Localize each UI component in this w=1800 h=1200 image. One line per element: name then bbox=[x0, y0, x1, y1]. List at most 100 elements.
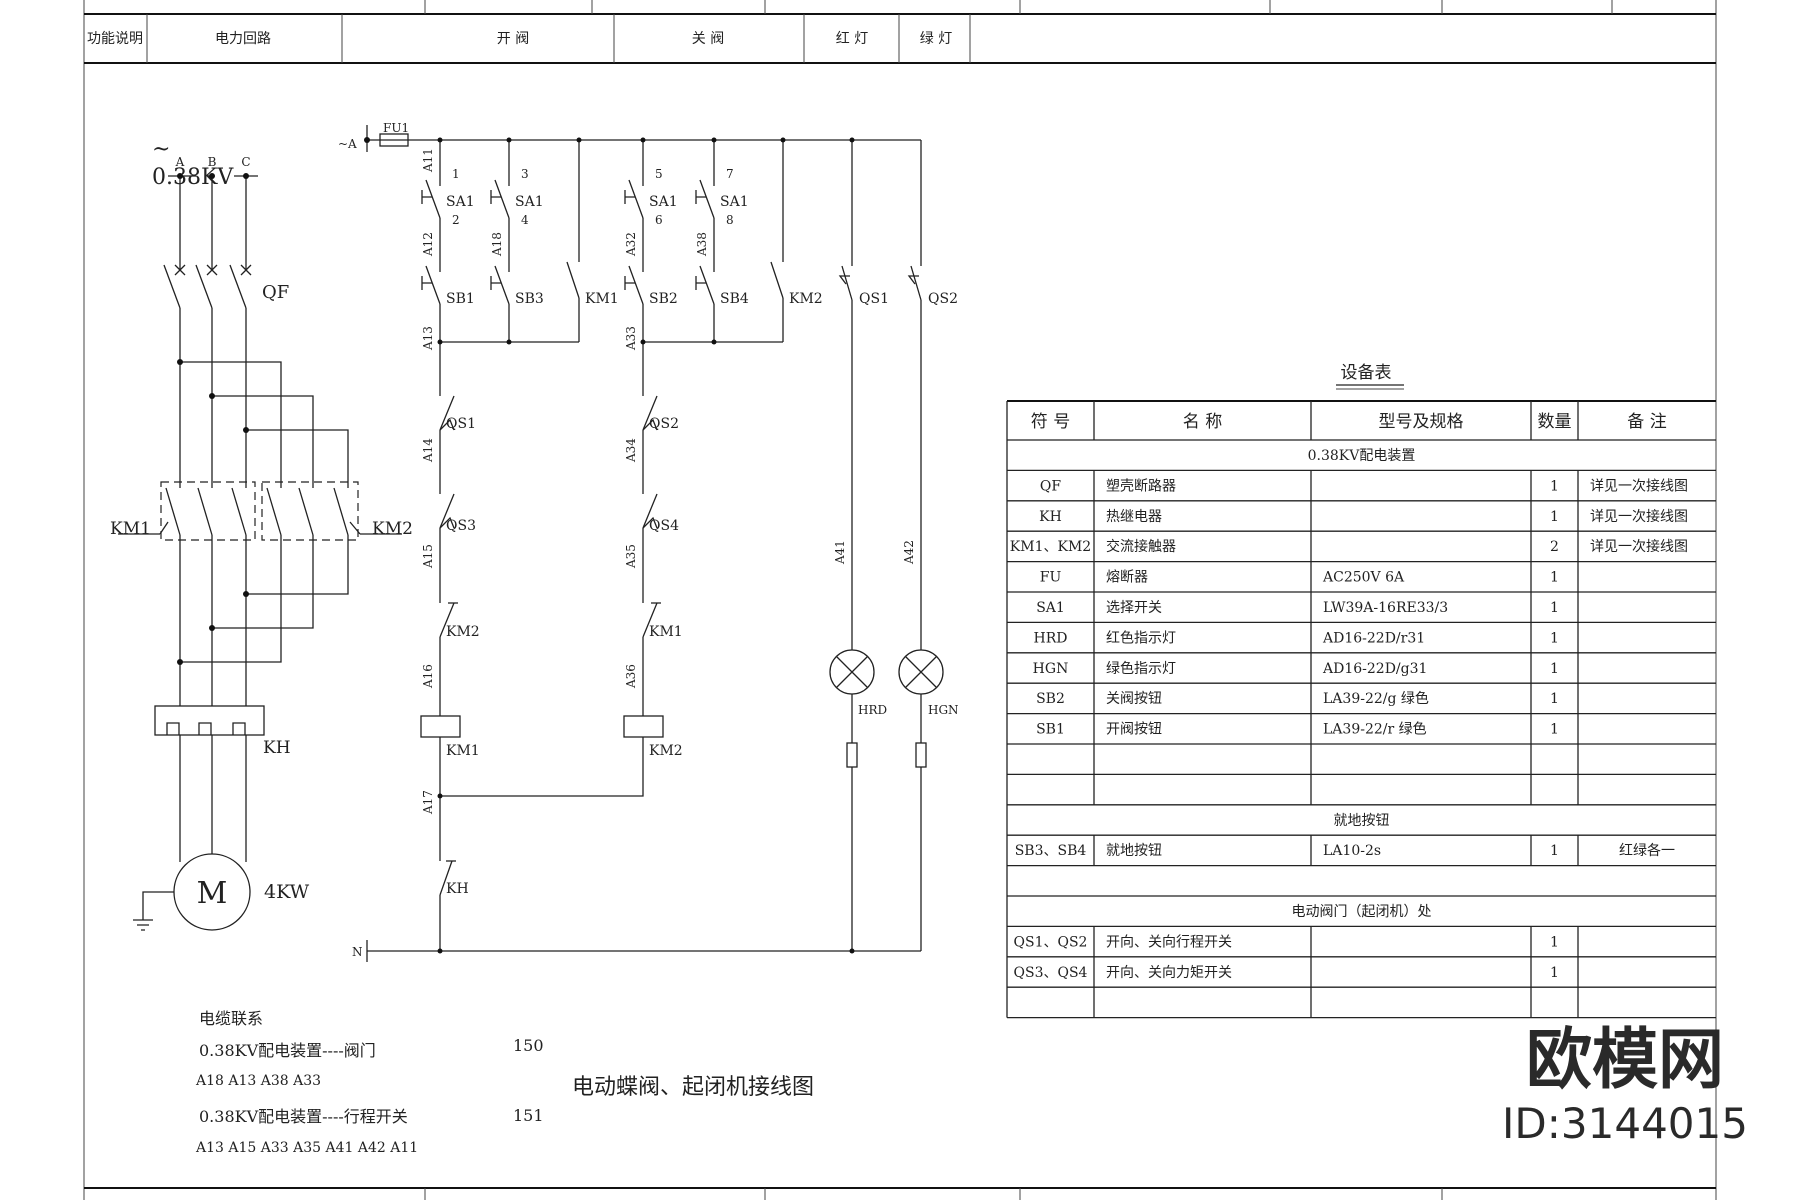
qs1-label: QS1 bbox=[446, 416, 476, 432]
table-cell: QF bbox=[1040, 478, 1061, 494]
km1-coil-label: KM1 bbox=[446, 743, 480, 759]
phase-a: A bbox=[175, 155, 185, 169]
table-cell: 1 bbox=[1550, 965, 1559, 981]
phase-b: B bbox=[208, 155, 217, 169]
table-cell: SB2 bbox=[1036, 691, 1065, 707]
table-cell: 1 bbox=[1550, 843, 1559, 859]
strip-red-lamp: 红 灯 bbox=[836, 31, 868, 47]
table-section-row: 电动阀门（起闭机）处 bbox=[1007, 904, 1716, 928]
thermal-relay-label: KH bbox=[263, 738, 291, 758]
table-row bbox=[1007, 987, 1716, 1019]
terminal-8: 8 bbox=[726, 213, 734, 227]
table-header-cell: 数量 bbox=[1538, 412, 1572, 432]
wire-a38: A38 bbox=[695, 232, 709, 257]
table-cell: 1 bbox=[1550, 691, 1559, 707]
wire-a11: A11 bbox=[421, 148, 435, 173]
sb3-label: SB3 bbox=[515, 291, 544, 307]
title-strip: 功能说明 电力回路 开 阀 关 阀 红 灯 绿 灯 bbox=[87, 14, 971, 63]
phase-c: C bbox=[241, 155, 250, 169]
table-cell: 交流接触器 bbox=[1106, 538, 1176, 555]
table-section-row: 0.38KV配电装置 bbox=[1007, 448, 1716, 472]
table-section-row: 就地按钮 bbox=[1007, 813, 1716, 836]
sb1-label: SB1 bbox=[446, 291, 475, 307]
motor-power: 4KW bbox=[264, 881, 310, 903]
table-cell: 1 bbox=[1550, 722, 1559, 738]
terminal-5: 5 bbox=[655, 167, 663, 181]
table-header-cell: 备 注 bbox=[1627, 412, 1666, 432]
motor-label: M bbox=[197, 876, 228, 911]
table-cell: 2 bbox=[1550, 539, 1559, 555]
table-title: 设备表 bbox=[1341, 363, 1392, 383]
wire-a17: A17 bbox=[421, 790, 435, 815]
table-cell: 开阀按钮 bbox=[1106, 722, 1162, 738]
watermark-logo: 欧模网 bbox=[1526, 1021, 1724, 1098]
control-circuit: ~A N FU1 bbox=[338, 121, 959, 962]
terminal-2: 2 bbox=[452, 213, 460, 227]
neutral-label: N bbox=[352, 945, 363, 959]
sa1-label-3: SA1 bbox=[649, 194, 678, 210]
wire-a35: A35 bbox=[624, 544, 638, 569]
wire-a36: A36 bbox=[624, 664, 638, 689]
sheet-frame bbox=[83, 0, 1717, 1200]
wire-a12: A12 bbox=[421, 232, 435, 257]
terminal-3: 3 bbox=[521, 167, 529, 181]
strip-open-valve: 开 阀 bbox=[497, 31, 529, 47]
table-cell: SB1 bbox=[1036, 722, 1065, 738]
wire-a32: A32 bbox=[624, 232, 638, 257]
table-cell: 1 bbox=[1550, 661, 1559, 677]
section-label: 电动阀门（起闭机）处 bbox=[1292, 904, 1432, 920]
km1-interlock-label: KM1 bbox=[649, 624, 683, 640]
power-circuit: ~ 0.38KV A B C bbox=[110, 137, 413, 931]
qs2-label: QS2 bbox=[649, 416, 679, 432]
section-label: 0.38KV配电装置 bbox=[1308, 448, 1416, 464]
cable-wires-1: A18 A13 A38 A33 bbox=[195, 1073, 321, 1089]
sb4-label: SB4 bbox=[720, 291, 749, 307]
contactor-km2-label: KM2 bbox=[372, 519, 413, 539]
table-cell: LA39-22/g 绿色 bbox=[1323, 690, 1429, 707]
cable-wires-2: A13 A15 A33 A35 A41 A42 A11 bbox=[195, 1140, 418, 1156]
terminal-4: 4 bbox=[521, 213, 529, 227]
qs3-label: QS3 bbox=[446, 518, 476, 534]
cable-route-1: 0.38KV配电装置----阀门 bbox=[199, 1041, 376, 1060]
table-row: SB2 关阀按钮 LA39-22/g 绿色 1 bbox=[1007, 683, 1716, 715]
kh-contact-label: KH bbox=[446, 881, 469, 897]
cable-route-2: 0.38KV配电装置----行程开关 bbox=[199, 1107, 408, 1126]
table-cell: 熔断器 bbox=[1106, 570, 1148, 586]
terminal-1: 1 bbox=[452, 167, 460, 181]
table-row bbox=[1007, 744, 1716, 776]
strip-green-lamp: 绿 灯 bbox=[920, 31, 952, 47]
hgn-label: HGN bbox=[928, 703, 959, 717]
table-header-cell: 型号及规格 bbox=[1379, 412, 1464, 432]
table-cell: AC250V 6A bbox=[1322, 570, 1405, 586]
table-cell: HGN bbox=[1033, 661, 1069, 677]
motor-symbol bbox=[173, 853, 251, 931]
cable-number-1: 150 bbox=[513, 1036, 544, 1055]
table-cell: 开向、关向力矩开关 bbox=[1106, 965, 1232, 981]
table-cell: 1 bbox=[1550, 600, 1559, 616]
wire-a33: A33 bbox=[624, 326, 638, 351]
km2-coil-label: KM2 bbox=[649, 743, 683, 759]
ac-tilde: ~ bbox=[152, 137, 170, 162]
table-cell: 1 bbox=[1550, 630, 1559, 646]
table-cell: 开向、关向行程开关 bbox=[1106, 934, 1232, 950]
table-cell: AD16-22D/g31 bbox=[1322, 661, 1427, 677]
wire-a18: A18 bbox=[490, 232, 504, 257]
sa1-label-4: SA1 bbox=[720, 194, 749, 210]
cable-heading: 电缆联系 bbox=[199, 1009, 263, 1028]
voltage-label: 0.38KV bbox=[152, 165, 234, 190]
wire-a16: A16 bbox=[421, 664, 435, 689]
table-cell: 详见一次接线图 bbox=[1590, 538, 1688, 555]
table-row: KM1、KM2 交流接触器 2 详见一次接线图 bbox=[1007, 531, 1716, 563]
table-cell: LA10-2s bbox=[1323, 843, 1381, 859]
table-cell: KM1、KM2 bbox=[1010, 539, 1091, 555]
table-cell: 关阀按钮 bbox=[1106, 691, 1162, 707]
table-cell: 详见一次接线图 bbox=[1590, 508, 1688, 525]
watermark-id: ID:3144015 bbox=[1502, 1099, 1748, 1148]
